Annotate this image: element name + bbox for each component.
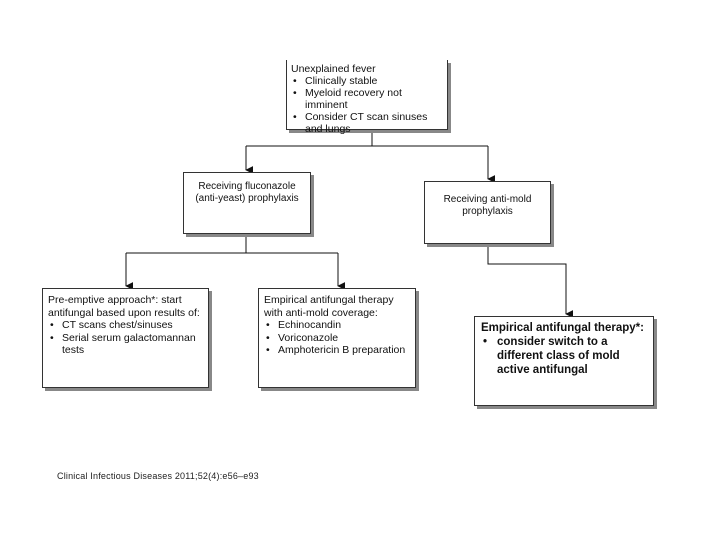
unexplained-fever-title: Unexplained fever xyxy=(291,63,376,75)
empirical-switch-list: consider switch to a different class of … xyxy=(481,335,647,377)
fluconazole-prophylaxis-box: Receiving fluconazole (anti-yeast) proph… xyxy=(183,172,311,234)
citation-text: Clinical Infectious Diseases 2011;52(4):… xyxy=(57,471,259,481)
anti-mold-prophylaxis-label: Receiving anti-mold prophylaxis xyxy=(443,194,532,217)
list-item: CT scans chest/sinuses xyxy=(50,319,203,332)
list-item: Clinically stable xyxy=(293,75,443,87)
list-item: Voriconazole xyxy=(266,332,410,345)
list-item: Consider CT scan sinuses and lungs xyxy=(293,111,443,135)
arrow-to-empirical-switch xyxy=(487,244,574,318)
list-item: Amphotericin B preparation xyxy=(266,344,410,357)
arrow-to-fluconazole xyxy=(246,145,488,170)
unexplained-fever-box: Unexplained fever Clinically stable Myel… xyxy=(286,60,448,135)
preemptive-approach-list: CT scans chest/sinuses Serial serum gala… xyxy=(48,319,203,357)
anti-mold-prophylaxis-box: Receiving anti-mold prophylaxis xyxy=(424,181,551,244)
empirical-anti-mold-list: Echinocandin Voriconazole Amphotericin B… xyxy=(264,319,410,357)
arrow-to-preemptive xyxy=(126,252,338,286)
preemptive-approach-box: Pre-emptive approach*: start antifungal … xyxy=(42,288,209,388)
empirical-anti-mold-box: Empirical antifungal therapy with anti-m… xyxy=(258,288,416,388)
list-item: Myeloid recovery not imminent xyxy=(293,87,443,111)
fluconazole-prophylaxis-label: Receiving fluconazole (anti-yeast) proph… xyxy=(195,181,299,204)
list-item: consider switch to a different class of … xyxy=(483,335,647,377)
empirical-anti-mold-intro: Empirical antifungal therapy with anti-m… xyxy=(264,294,394,319)
unexplained-fever-list: Clinically stable Myeloid recovery not i… xyxy=(291,75,443,135)
list-item: Serial serum galactomannan tests xyxy=(50,332,203,357)
empirical-switch-intro: Empirical antifungal therapy*: xyxy=(481,322,644,334)
preemptive-approach-intro: Pre-emptive approach*: start antifungal … xyxy=(48,294,200,319)
list-item: Echinocandin xyxy=(266,319,410,332)
empirical-switch-box: Empirical antifungal therapy*: consider … xyxy=(474,316,654,406)
